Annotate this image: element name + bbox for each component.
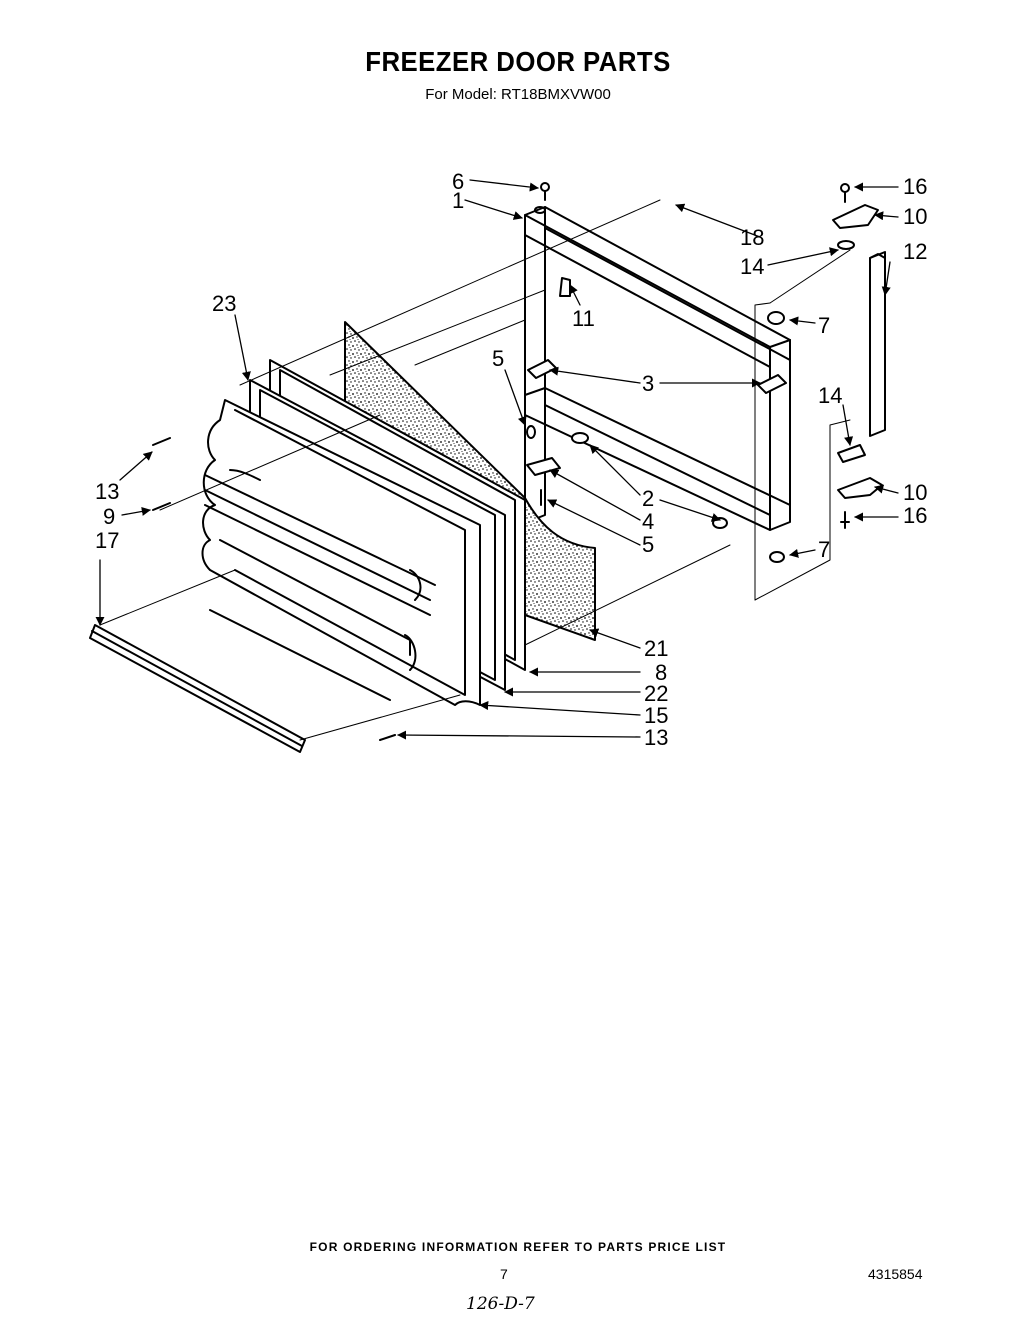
callout-1: 1 [452,188,464,213]
model-subtitle: For Model: RT18BMXVW00 [425,86,611,103]
door-frame [524,206,791,531]
callout-arrows [95,179,899,740]
callout-6: 6 [452,169,464,194]
callout-16: 16 [903,174,927,199]
callout-14b: 14 [818,383,842,408]
handwritten-annotation: 126-D-7 [466,1294,535,1314]
callout-13: 13 [95,479,119,504]
callout-21: 21 [644,636,668,661]
hinge-bracket [869,251,886,437]
callout-23: 23 [212,291,236,316]
ordering-note: FOR ORDERING INFORMATION REFER TO PARTS … [309,1240,727,1254]
inner-door-liner [201,399,481,706]
callout-15: 15 [644,703,668,728]
callout-11: 11 [572,306,595,331]
callout-5: 5 [492,346,504,371]
callout-10b: 10 [903,480,927,505]
callout-12: 12 [903,239,927,264]
callout-labels: 6 1 18 16 10 14 12 11 7 23 5 3 14 13 2 1… [95,169,927,750]
assembly-leader-lines [99,199,851,741]
page-number: 7 [500,1266,508,1282]
callout-8: 8 [655,660,667,685]
callout-2: 2 [642,486,654,511]
callout-7b: 7 [818,537,830,562]
hardware-parts [152,182,883,741]
callout-10: 10 [903,204,927,229]
callout-3: 3 [642,371,654,396]
callout-14: 14 [740,254,764,279]
callout-5b: 5 [642,532,654,557]
page-title: FREEZER DOOR PARTS [365,46,671,77]
callout-9: 9 [103,504,115,529]
callout-16b: 16 [903,503,927,528]
callout-7: 7 [818,313,830,338]
door-shelf-bar [89,624,306,753]
callout-18: 18 [740,225,764,250]
callout-17: 17 [95,528,119,553]
callout-13b: 13 [644,725,668,750]
callout-22: 22 [644,681,668,706]
callout-4: 4 [642,509,654,534]
document-number: 4315854 [868,1266,923,1282]
